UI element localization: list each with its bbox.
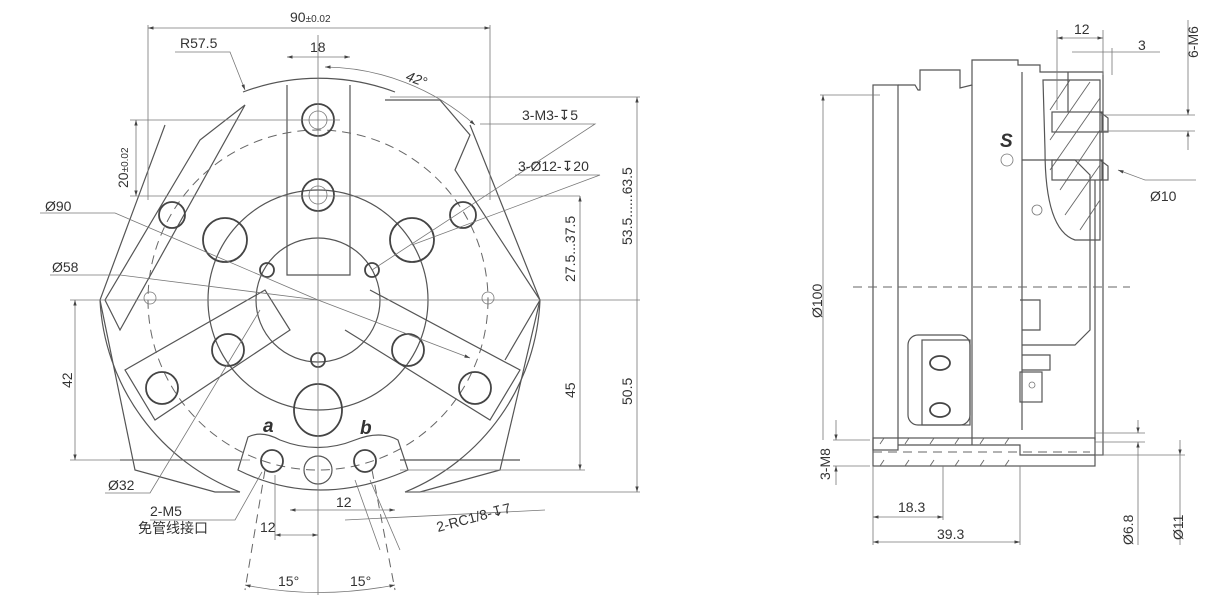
center-lines — [70, 35, 640, 595]
label-hoseless-port: 免管线接口 — [138, 520, 208, 536]
label-dia-6-8: Ø6.8 — [1120, 514, 1136, 545]
dim-45: 45 — [562, 382, 578, 398]
label-dia-58: Ø58 — [52, 259, 79, 275]
front-body-outline — [99, 77, 541, 493]
port-a-label: a — [263, 416, 274, 437]
label-radius: R57.5 — [180, 35, 218, 51]
angle-15-left: 15° — [278, 573, 299, 589]
mark-s: S — [1000, 131, 1013, 152]
dim-53-63-range: 53.5......63.5 — [619, 167, 635, 245]
section-hatch — [1042, 72, 1109, 241]
side-body-outline — [872, 59, 1104, 456]
side-dim-3: 3 — [1138, 37, 1146, 53]
front-view: 90±0.02 R57.5 18 42° 3-M3-↧5 3-Ø12-↧20 5… — [40, 9, 640, 595]
port-block — [237, 433, 409, 491]
label-dia-10: Ø10 — [1150, 188, 1177, 204]
label-m3-thread: 3-M3-↧5 — [522, 107, 578, 123]
side-view: 12 3 6-M6 S Ø10 Ø100 3-M8 18.3 39.3 Ø6.8… — [809, 20, 1201, 545]
angle-42: 42° — [404, 68, 430, 90]
dim-50-5: 50.5 — [619, 378, 635, 405]
port-b-label: b — [360, 418, 372, 439]
side-dim-39-3: 39.3 — [937, 526, 964, 542]
bottom-tube — [872, 437, 1096, 467]
label-dia-32: Ø32 — [108, 477, 135, 493]
label-m5-thread: 2-M5 — [150, 503, 182, 519]
holes — [143, 103, 495, 437]
label-dia-90: Ø90 — [45, 198, 72, 214]
label-m6-thread: 6-M6 — [1185, 26, 1201, 58]
dim-27-37-range: 27.5...37.5 — [562, 216, 578, 282]
dim-12-upper: 12 — [336, 494, 352, 510]
dimension-lines — [40, 25, 640, 593]
side-dim-18-3: 18.3 — [898, 499, 925, 515]
label-d12-hole: 3-Ø12-↧20 — [518, 158, 589, 174]
s-mark-hole — [1000, 153, 1014, 167]
dim-12-lower: 12 — [260, 519, 276, 535]
dim-42: 42 — [59, 372, 75, 388]
label-dia-100: Ø100 — [809, 284, 825, 318]
angle-15-right: 15° — [350, 573, 371, 589]
label-rc-thread: 2-RC1/8-↧7 — [435, 500, 513, 535]
label-dia-11: Ø11 — [1170, 514, 1186, 540]
side-dim-12: 12 — [1074, 21, 1090, 37]
dim-width-90: 90±0.02 — [290, 9, 331, 25]
side-dimension-lines — [820, 20, 1196, 545]
dim-18: 18 — [310, 39, 326, 55]
dim-20: 20±0.02 — [115, 147, 131, 188]
label-m8-thread: 3-M8 — [817, 448, 833, 480]
small-hole — [1031, 204, 1043, 216]
